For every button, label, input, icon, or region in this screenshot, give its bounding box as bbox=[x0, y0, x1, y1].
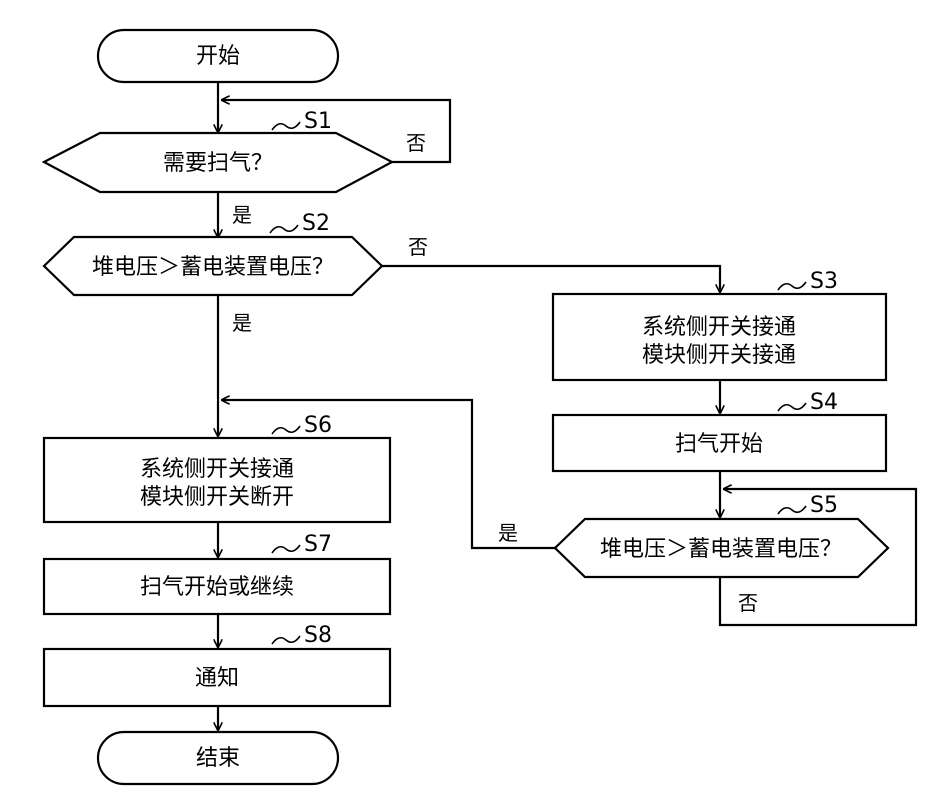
s6-line1: 系统侧开关接通 bbox=[140, 457, 294, 482]
s3-line2: 模块侧开关接通 bbox=[642, 343, 796, 368]
end-terminal: 结束 bbox=[98, 732, 338, 784]
s1-yes-label: 是 bbox=[232, 203, 252, 227]
s4-label: 扫气开始 bbox=[675, 432, 763, 457]
s3-leader bbox=[778, 282, 806, 290]
s8-leader bbox=[272, 636, 300, 644]
s8-step-label: S8 bbox=[304, 623, 332, 648]
s6-step-label: S6 bbox=[304, 413, 332, 438]
s2-decision: 堆电压＞蓄电装置电压？ S2 否 是 bbox=[44, 211, 428, 335]
s7-step-label: S7 bbox=[304, 532, 332, 557]
s5-yes-label: 是 bbox=[498, 521, 518, 545]
s5-decision: 堆电压＞蓄电装置电压？ S5 是 否 bbox=[498, 493, 888, 615]
s4-leader bbox=[778, 403, 806, 411]
s1-leader bbox=[272, 122, 300, 130]
s4-step-label: S4 bbox=[810, 390, 838, 415]
s5-no-label: 否 bbox=[738, 591, 758, 615]
s6-line2: 模块侧开关断开 bbox=[140, 485, 294, 510]
s1-no-label: 否 bbox=[406, 131, 426, 155]
s3-step-label: S3 bbox=[810, 269, 838, 294]
s5-step-label: S5 bbox=[810, 493, 838, 518]
s6-leader bbox=[272, 426, 300, 434]
s5-leader bbox=[778, 506, 806, 514]
s2-yes-label: 是 bbox=[232, 311, 252, 335]
s2-step-label: S2 bbox=[302, 211, 330, 236]
s1-decision: 需要扫气？ S1 否 是 bbox=[44, 109, 426, 227]
s2-leader bbox=[270, 225, 298, 233]
end-label: 结束 bbox=[196, 746, 240, 771]
s7-label: 扫气开始或继续 bbox=[140, 575, 294, 600]
s1-label: 需要扫气？ bbox=[163, 151, 273, 176]
s5-label: 堆电压＞蓄电装置电压？ bbox=[600, 537, 842, 562]
s1-step-label: S1 bbox=[304, 109, 332, 134]
s7-leader bbox=[272, 545, 300, 553]
start-label: 开始 bbox=[196, 44, 240, 69]
s2-label: 堆电压＞蓄电装置电压？ bbox=[92, 255, 334, 280]
arrow-s2-no-to-s3 bbox=[382, 266, 720, 292]
s8-label: 通知 bbox=[195, 666, 239, 691]
s3-line1: 系统侧开关接通 bbox=[642, 315, 796, 340]
s2-no-label: 否 bbox=[408, 235, 428, 259]
start-terminal: 开始 bbox=[98, 30, 338, 82]
